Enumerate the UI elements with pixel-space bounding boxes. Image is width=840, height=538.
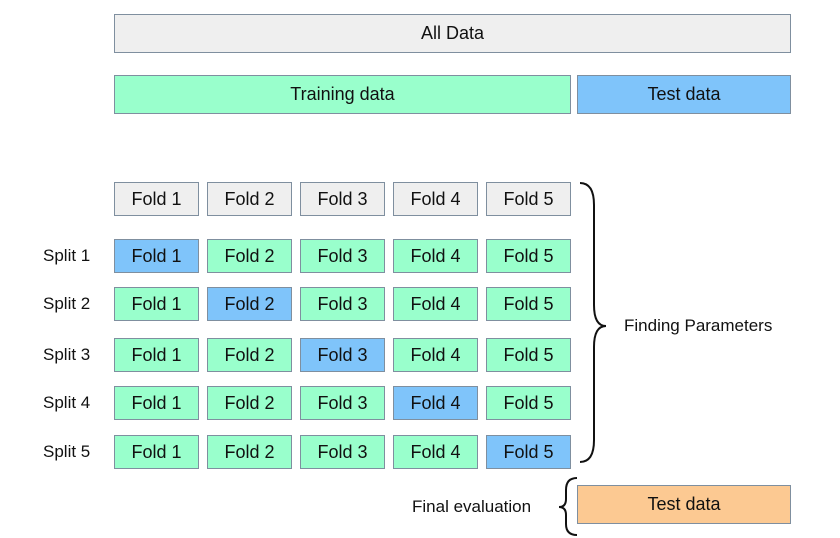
fold-label: Fold 1 — [131, 188, 182, 209]
fold-label: Fold 3 — [317, 245, 368, 266]
fold-label: Fold 5 — [503, 293, 554, 314]
split-2-fold-4-train: Fold 4 — [393, 287, 478, 321]
split-5-fold-3-train: Fold 3 — [300, 435, 385, 469]
final-evaluation-brace — [558, 477, 578, 536]
fold-label: Fold 5 — [503, 441, 554, 462]
fold-label: Fold 3 — [317, 293, 368, 314]
fold-label: Fold 2 — [224, 188, 275, 209]
fold-label: Fold 2 — [224, 392, 275, 413]
header-fold-5: Fold 5 — [486, 182, 571, 216]
split-3-fold-1-train: Fold 1 — [114, 338, 199, 372]
fold-label: Fold 5 — [503, 392, 554, 413]
test-data-label: Test data — [647, 84, 721, 104]
split-4-fold-3-train: Fold 3 — [300, 386, 385, 420]
split-1-fold-1-test: Fold 1 — [114, 239, 199, 273]
fold-label: Fold 2 — [224, 441, 275, 462]
split-3-fold-4-train: Fold 4 — [393, 338, 478, 372]
fold-label: Fold 3 — [317, 344, 368, 365]
split-label-3: Split 3 — [43, 345, 91, 364]
fold-label: Fold 1 — [131, 293, 182, 314]
header-fold-2: Fold 2 — [207, 182, 292, 216]
split-1-fold-3-train: Fold 3 — [300, 239, 385, 273]
split-label-1: Split 1 — [43, 246, 91, 265]
split-5-fold-1-train: Fold 1 — [114, 435, 199, 469]
fold-label: Fold 5 — [503, 188, 554, 209]
split-2-fold-5-train: Fold 5 — [486, 287, 571, 321]
final-test-data-bar: Test data — [577, 485, 791, 524]
fold-label: Fold 3 — [317, 441, 368, 462]
fold-label: Fold 4 — [410, 188, 461, 209]
fold-label: Fold 1 — [131, 245, 182, 266]
split-2-fold-2-test: Fold 2 — [207, 287, 292, 321]
split-label-2: Split 2 — [43, 294, 91, 313]
split-1-fold-4-train: Fold 4 — [393, 239, 478, 273]
fold-label: Fold 2 — [224, 344, 275, 365]
fold-label: Fold 4 — [410, 245, 461, 266]
split-4-fold-4-test: Fold 4 — [393, 386, 478, 420]
final-evaluation-label: Final evaluation — [412, 497, 532, 516]
fold-label: Fold 5 — [503, 245, 554, 266]
split-5-fold-4-train: Fold 4 — [393, 435, 478, 469]
fold-label: Fold 5 — [503, 344, 554, 365]
fold-label: Fold 1 — [131, 441, 182, 462]
split-3-fold-3-test: Fold 3 — [300, 338, 385, 372]
split-1-fold-5-train: Fold 5 — [486, 239, 571, 273]
training-data-label: Training data — [290, 84, 395, 104]
all-data-label: All Data — [420, 23, 485, 43]
split-3-fold-2-train: Fold 2 — [207, 338, 292, 372]
split-1-fold-2-train: Fold 2 — [207, 239, 292, 273]
training-data-bar: Training data — [114, 75, 571, 114]
fold-label: Fold 1 — [131, 392, 182, 413]
split-label-4: Split 4 — [43, 393, 91, 412]
header-fold-3: Fold 3 — [300, 182, 385, 216]
split-5-fold-5-test: Fold 5 — [486, 435, 571, 469]
header-fold-1: Fold 1 — [114, 182, 199, 216]
split-4-fold-5-train: Fold 5 — [486, 386, 571, 420]
finding-parameters-label: Finding Parameters — [624, 316, 773, 335]
split-5-fold-2-train: Fold 2 — [207, 435, 292, 469]
fold-label: Fold 1 — [131, 344, 182, 365]
header-fold-4: Fold 4 — [393, 182, 478, 216]
fold-label: Fold 4 — [410, 441, 461, 462]
split-2-fold-3-train: Fold 3 — [300, 287, 385, 321]
all-data-bar: All Data — [114, 14, 791, 53]
split-4-fold-1-train: Fold 1 — [114, 386, 199, 420]
split-3-fold-5-train: Fold 5 — [486, 338, 571, 372]
fold-label: Fold 4 — [410, 293, 461, 314]
split-4-fold-2-train: Fold 2 — [207, 386, 292, 420]
split-2-fold-1-train: Fold 1 — [114, 287, 199, 321]
fold-label: Fold 4 — [410, 344, 461, 365]
fold-label: Fold 3 — [317, 392, 368, 413]
fold-label: Fold 2 — [224, 245, 275, 266]
final-test-data-label: Test data — [647, 494, 721, 514]
finding-parameters-brace — [579, 182, 607, 463]
split-label-5: Split 5 — [43, 442, 91, 461]
fold-label: Fold 2 — [224, 293, 275, 314]
test-data-bar: Test data — [577, 75, 791, 114]
fold-label: Fold 3 — [317, 188, 368, 209]
fold-label: Fold 4 — [410, 392, 461, 413]
